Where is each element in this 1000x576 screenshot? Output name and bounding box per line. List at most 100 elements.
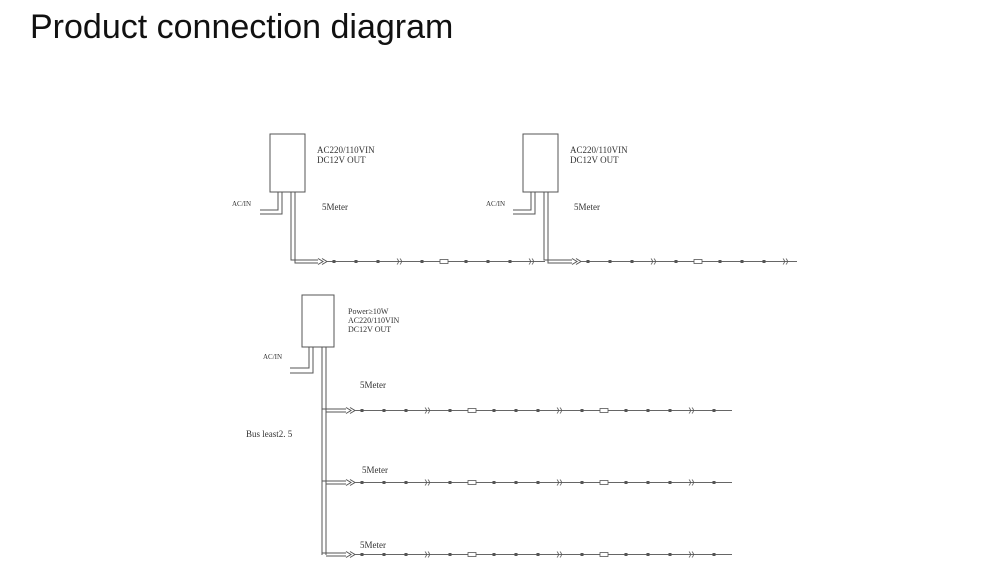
led-dot	[646, 553, 650, 556]
resistor	[439, 259, 449, 264]
led-dot	[354, 260, 358, 263]
led-dot	[486, 260, 490, 263]
cut-mark	[650, 258, 656, 265]
length-label: 5Meter	[360, 380, 386, 390]
led-strip	[317, 258, 545, 265]
spec-line-2: AC220/110VIN	[348, 316, 399, 325]
led-dot	[586, 260, 590, 263]
led-dot	[514, 553, 518, 556]
led-dot	[668, 553, 672, 556]
ac-input-wire	[290, 347, 314, 374]
led-strip	[571, 258, 797, 265]
led-dot	[404, 409, 408, 412]
length-label: 5Meter	[360, 540, 386, 550]
spec-line-1: AC220/110VIN	[317, 145, 375, 155]
length-label: 5Meter	[574, 202, 600, 212]
led-dot	[580, 409, 584, 412]
connector-arrow	[345, 407, 352, 414]
cut-mark	[424, 551, 430, 558]
led-dot	[674, 260, 678, 263]
led-dot	[514, 409, 518, 412]
led-dot	[448, 553, 452, 556]
led-dot	[448, 409, 452, 412]
led-strip	[345, 551, 732, 558]
spec-line-2: DC12V OUT	[317, 155, 366, 165]
cut-mark	[528, 258, 534, 265]
resistor	[467, 408, 477, 413]
led-dot	[718, 260, 722, 263]
led-dot	[376, 260, 380, 263]
led-dot	[712, 553, 716, 556]
led-dot	[360, 409, 364, 412]
cut-mark	[688, 407, 694, 414]
led-dot	[646, 481, 650, 484]
led-dot	[492, 481, 496, 484]
led-dot	[624, 481, 628, 484]
led-dot	[580, 553, 584, 556]
bottom-diagram: Power≥10W AC220/110VIN DC12V OUT AC/IN B…	[246, 294, 732, 558]
spec-line-1: AC220/110VIN	[570, 145, 628, 155]
led-dot	[536, 553, 540, 556]
led-dot	[624, 409, 628, 412]
power-supply-box	[269, 133, 306, 193]
spec-line-2: DC12V OUT	[570, 155, 619, 165]
power-supply-box	[301, 294, 335, 348]
led-dot	[492, 409, 496, 412]
led-dot	[382, 553, 386, 556]
resistor	[599, 408, 609, 413]
led-dot	[492, 553, 496, 556]
dc-output-wire	[547, 192, 572, 264]
connector-arrow	[345, 479, 352, 486]
led-dot	[332, 260, 336, 263]
top-left-diagram: AC220/110VIN DC12V OUT AC/IN 5Meter	[232, 133, 545, 265]
led-dot	[420, 260, 424, 263]
led-dot	[404, 481, 408, 484]
led-dot	[382, 481, 386, 484]
led-dot	[464, 260, 468, 263]
led-dot	[712, 409, 716, 412]
cut-mark	[424, 479, 430, 486]
ac-input-wire	[513, 192, 532, 211]
cut-mark	[556, 479, 562, 486]
led-dot	[712, 481, 716, 484]
length-label: 5Meter	[322, 202, 348, 212]
connector-arrow	[345, 551, 352, 558]
resistor	[693, 259, 703, 264]
led-dot	[630, 260, 634, 263]
cut-mark	[688, 551, 694, 558]
resistor	[467, 552, 477, 557]
spec-line-1: Power≥10W	[348, 307, 389, 316]
led-dot	[580, 481, 584, 484]
led-dot	[382, 409, 386, 412]
led-dot	[624, 553, 628, 556]
length-label: 5Meter	[362, 465, 388, 475]
ac-input-label: AC/IN	[263, 353, 282, 361]
led-strip	[345, 479, 732, 486]
connector-arrow	[317, 258, 324, 265]
led-dot	[740, 260, 744, 263]
ac-input-wire	[513, 192, 536, 215]
ac-input-wire	[260, 192, 279, 211]
spec-line-3: DC12V OUT	[348, 325, 391, 334]
led-dot	[360, 553, 364, 556]
ac-input-wire	[260, 192, 283, 215]
led-dot	[536, 409, 540, 412]
led-dot	[360, 481, 364, 484]
ac-input-label: AC/IN	[486, 200, 505, 208]
cut-mark	[396, 258, 402, 265]
ac-input-label: AC/IN	[232, 200, 251, 208]
dc-output-wire	[294, 192, 318, 264]
led-dot	[404, 553, 408, 556]
resistor	[599, 552, 609, 557]
bus-label: Bus least2. 5	[246, 429, 293, 439]
cut-mark	[556, 551, 562, 558]
ac-input-wire	[290, 347, 310, 369]
power-supply-box	[522, 133, 559, 193]
led-dot	[448, 481, 452, 484]
led-dot	[668, 481, 672, 484]
page-title: Product connection diagram	[30, 8, 454, 46]
led-dot	[536, 481, 540, 484]
cut-mark	[424, 407, 430, 414]
led-dot	[762, 260, 766, 263]
